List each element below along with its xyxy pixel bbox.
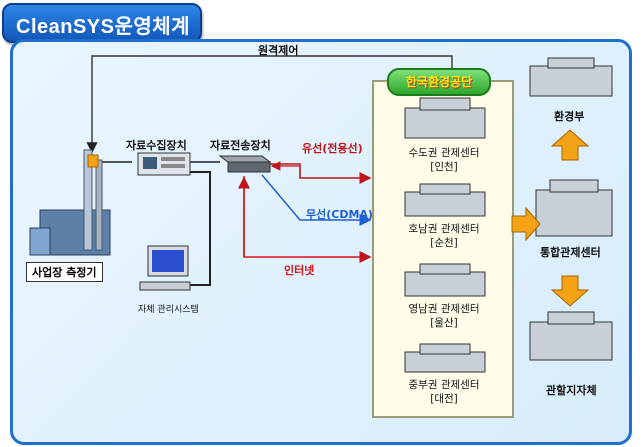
center-building-icon <box>404 183 486 217</box>
center-label: 영남권 관제센터[울산] <box>408 303 480 329</box>
flow-arrow-right <box>511 206 541 242</box>
org-name: 한국환경공단 <box>405 75 473 89</box>
self-mgmt-pc-icon <box>139 245 191 291</box>
integrated-center-building-icon <box>535 179 613 237</box>
diagram-title: CleanSYS운영체계 <box>16 16 191 38</box>
flow-arrow-up <box>550 129 590 161</box>
flow-arrow-down <box>550 275 590 307</box>
wired-label: 유선(전용선) <box>302 142 363 155</box>
ministry-label: 환경부 <box>554 110 585 123</box>
self-mgmt-system-label: 자체 관리시스템 <box>138 305 199 315</box>
wireless-label: 무선(CDMA) <box>306 208 373 221</box>
factory-icon <box>29 149 111 256</box>
org-badge: 한국환경공단 <box>387 68 491 96</box>
diagram-frame <box>10 39 632 445</box>
center-building-icon <box>404 343 486 373</box>
data-collector-icon <box>137 152 191 176</box>
remote-control-label: 원격제어 <box>258 44 299 57</box>
center-building-icon <box>404 97 486 139</box>
remote-control-line <box>86 55 453 154</box>
center-building-icon <box>404 263 486 297</box>
collector-pc-line <box>190 171 211 286</box>
data-transmitter-label: 자료전송장치 <box>210 139 271 152</box>
site-meter-label: 사업장 측정기 <box>26 262 103 282</box>
center-label: 중부권 관제센터[대전] <box>408 379 480 405</box>
center-label: 호남권 관제센터[순천] <box>408 223 480 249</box>
title-tab: CleanSYS운영체계 <box>2 3 202 43</box>
internet-label: 인터넷 <box>284 264 315 277</box>
ministry-building-icon <box>529 57 613 97</box>
local-gov-label: 관할지자체 <box>546 384 597 397</box>
local-gov-building-icon <box>529 311 613 361</box>
data-collector-label: 자료수집장치 <box>126 139 187 152</box>
center-label: 수도권 관제센터[인천] <box>408 147 480 173</box>
wireless-line <box>261 174 372 226</box>
data-transmitter-icon <box>218 155 272 173</box>
integrated-center-label: 통합관제센터 <box>540 246 601 259</box>
